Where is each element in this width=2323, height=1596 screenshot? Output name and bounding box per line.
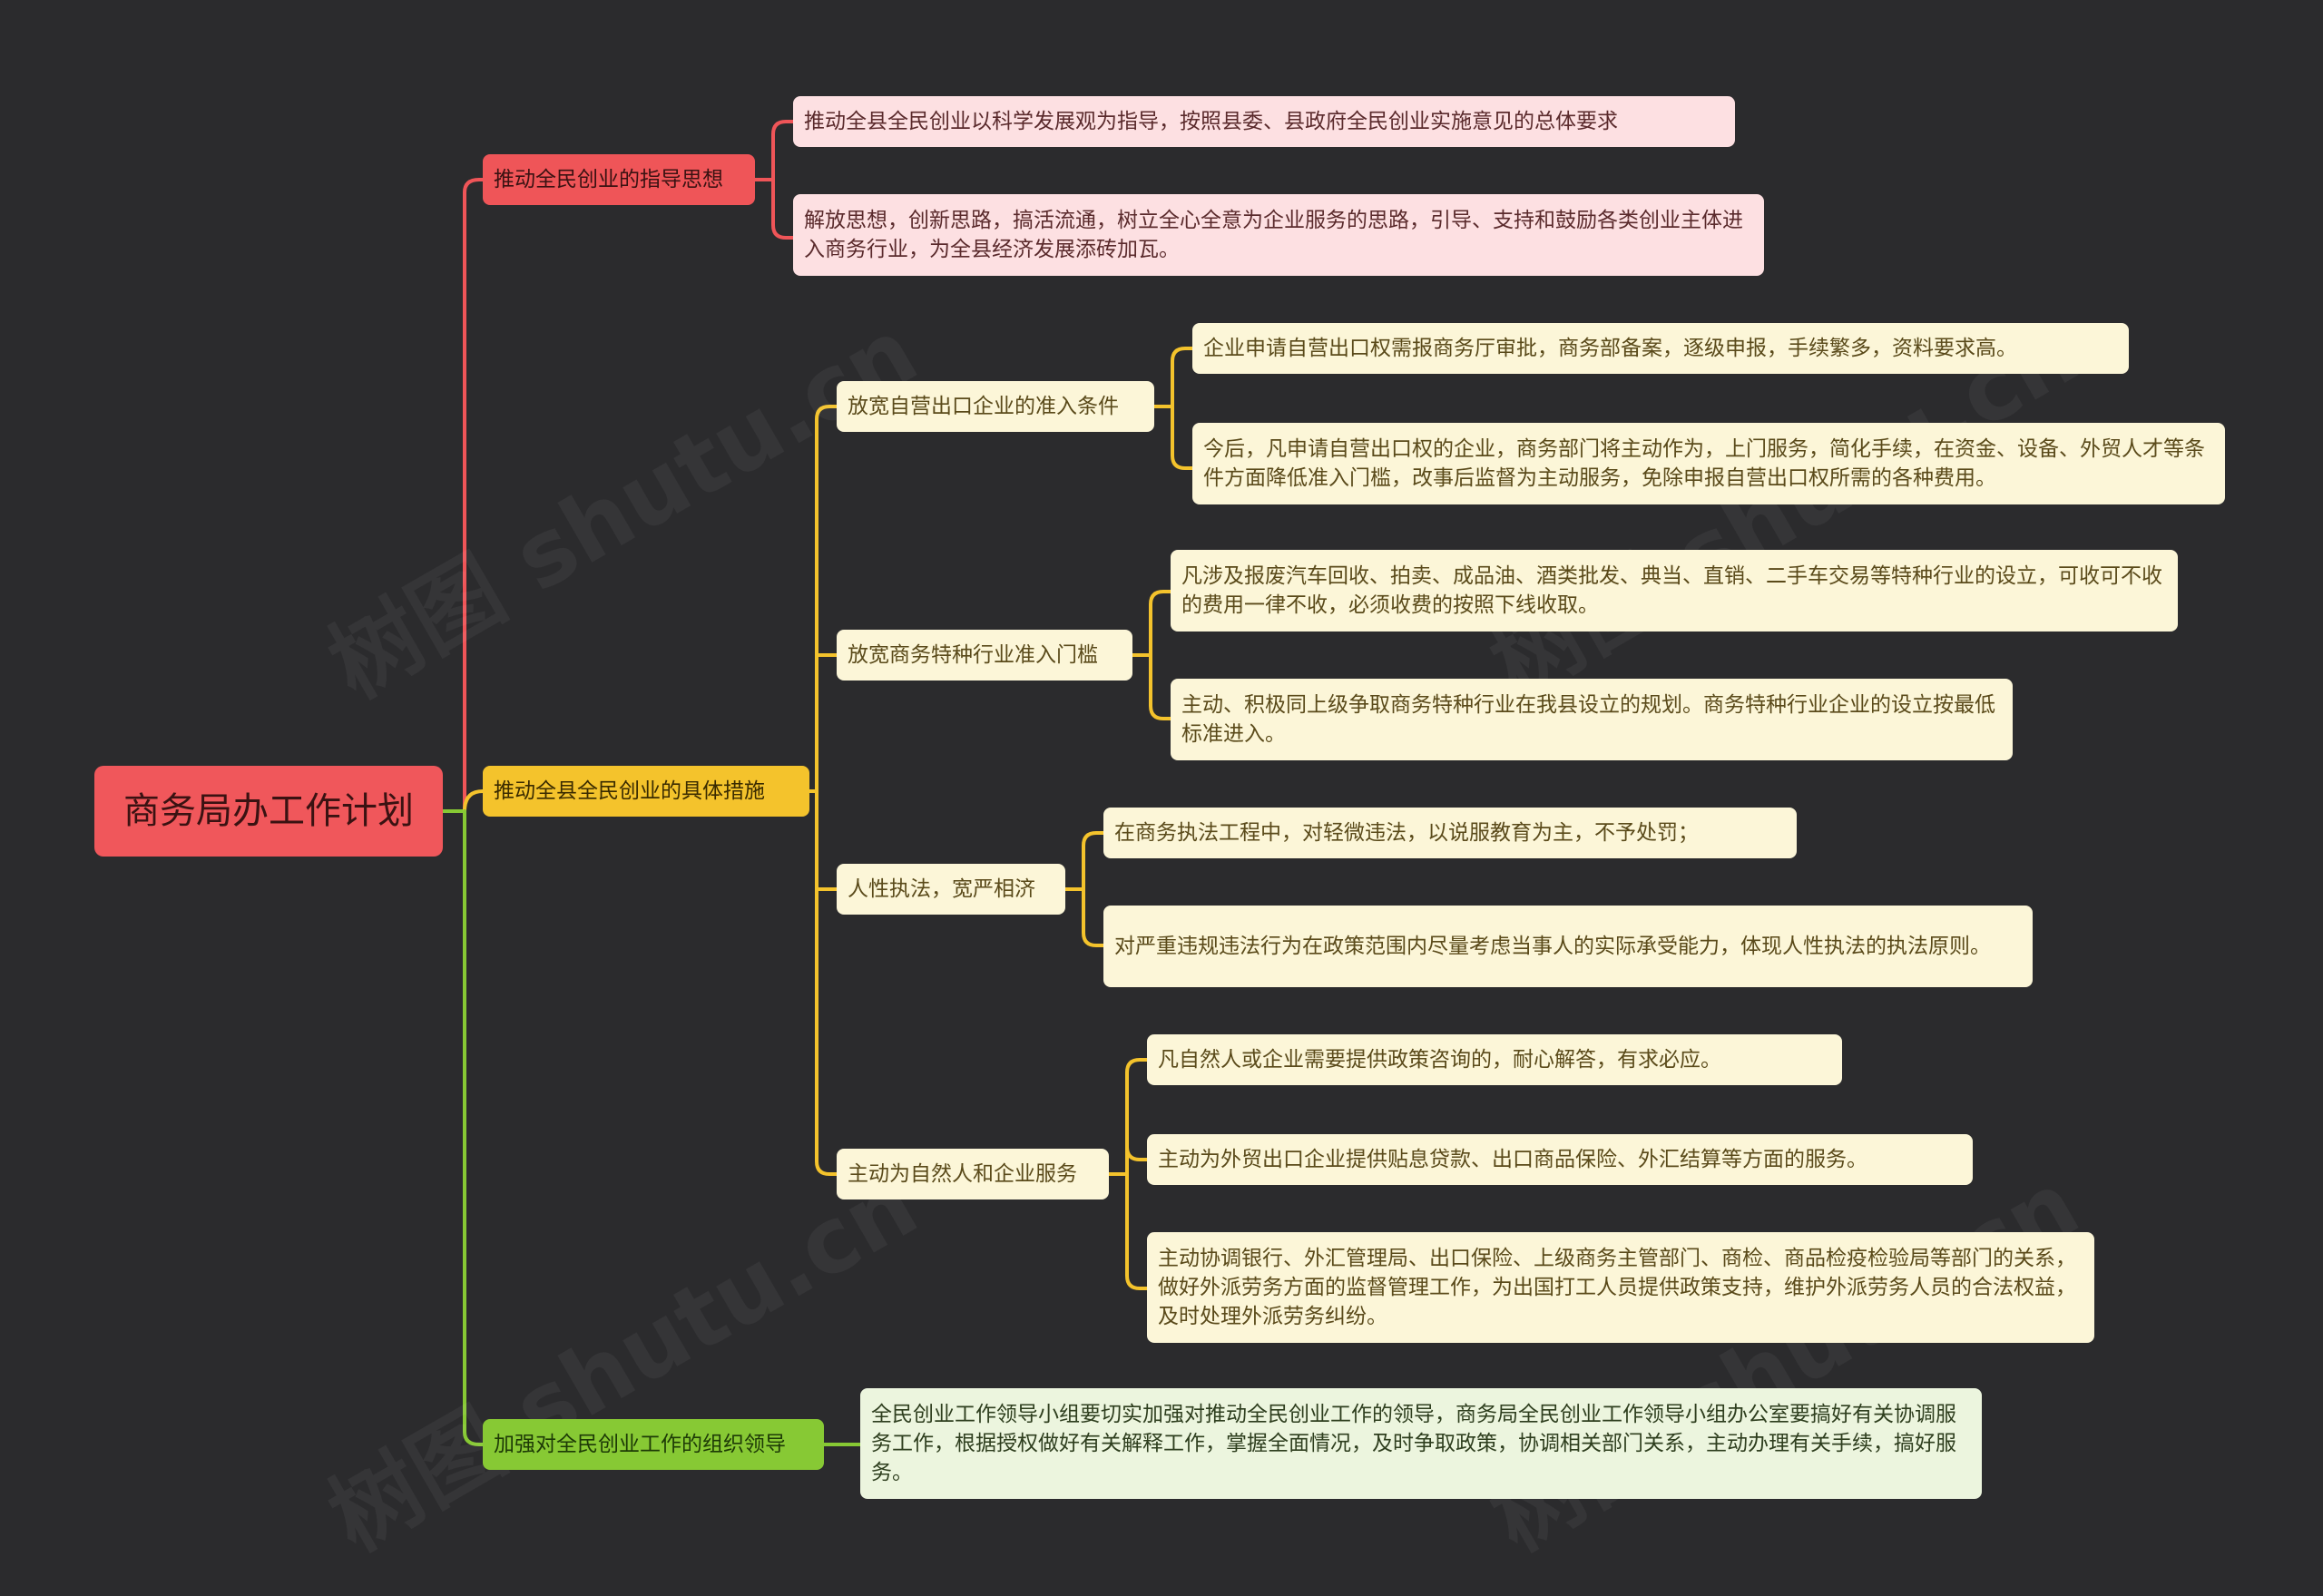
leaf-node[interactable]: 对严重违规违法行为在政策范围内尽量考虑当事人的实际承受能力，体现人性执法的执法原… [1103, 906, 2033, 987]
leaf-node[interactable]: 主动、积极同上级争取商务特种行业在我县设立的规划。商务特种行业企业的设立按最低标… [1171, 679, 2013, 760]
group-special-industry[interactable]: 放宽商务特种行业准入门槛 [837, 630, 1132, 681]
root-topic[interactable]: 商务局办工作计划 [94, 766, 443, 857]
branch-organizational-leadership[interactable]: 加强对全民创业工作的组织领导 [483, 1419, 824, 1470]
leaf-node[interactable]: 企业申请自营出口权需报商务厅审批，商务部备案，逐级申报，手续繁多，资料要求高。 [1192, 323, 2129, 374]
leaf-node[interactable]: 今后，凡申请自营出口权的企业，商务部门将主动作为，上门服务，简化手续，在资金、设… [1192, 423, 2225, 504]
branch-specific-measures[interactable]: 推动全县全民创业的具体措施 [483, 766, 809, 817]
group-export-access[interactable]: 放宽自营出口企业的准入条件 [837, 381, 1154, 432]
leaf-node[interactable]: 主动为外贸出口企业提供贴息贷款、出口商品保险、外汇结算等方面的服务。 [1147, 1134, 1973, 1185]
leaf-node[interactable]: 凡自然人或企业需要提供政策咨询的，耐心解答，有求必应。 [1147, 1034, 1842, 1085]
leaf-node[interactable]: 推动全县全民创业以科学发展观为指导，按照县委、县政府全民创业实施意见的总体要求 [793, 96, 1735, 147]
group-active-service[interactable]: 主动为自然人和企业服务 [837, 1149, 1109, 1199]
branch-guiding-ideology[interactable]: 推动全民创业的指导思想 [483, 154, 755, 205]
leaf-node[interactable]: 凡涉及报废汽车回收、拍卖、成品油、酒类批发、典当、直销、二手车交易等特种行业的设… [1171, 550, 2178, 632]
group-humane-enforcement[interactable]: 人性执法，宽严相济 [837, 864, 1065, 915]
leaf-node[interactable]: 解放思想，创新思路，搞活流通，树立全心全意为企业服务的思路，引导、支持和鼓励各类… [793, 194, 1764, 276]
leaf-node[interactable]: 主动协调银行、外汇管理局、出口保险、上级商务主管部门、商检、商品检疫检验局等部门… [1147, 1232, 2094, 1343]
leaf-node[interactable]: 在商务执法工程中，对轻微违法，以说服教育为主，不予处罚； [1103, 808, 1797, 858]
leaf-node[interactable]: 全民创业工作领导小组要切实加强对推动全民创业工作的领导，商务局全民创业工作领导小… [860, 1388, 1982, 1499]
